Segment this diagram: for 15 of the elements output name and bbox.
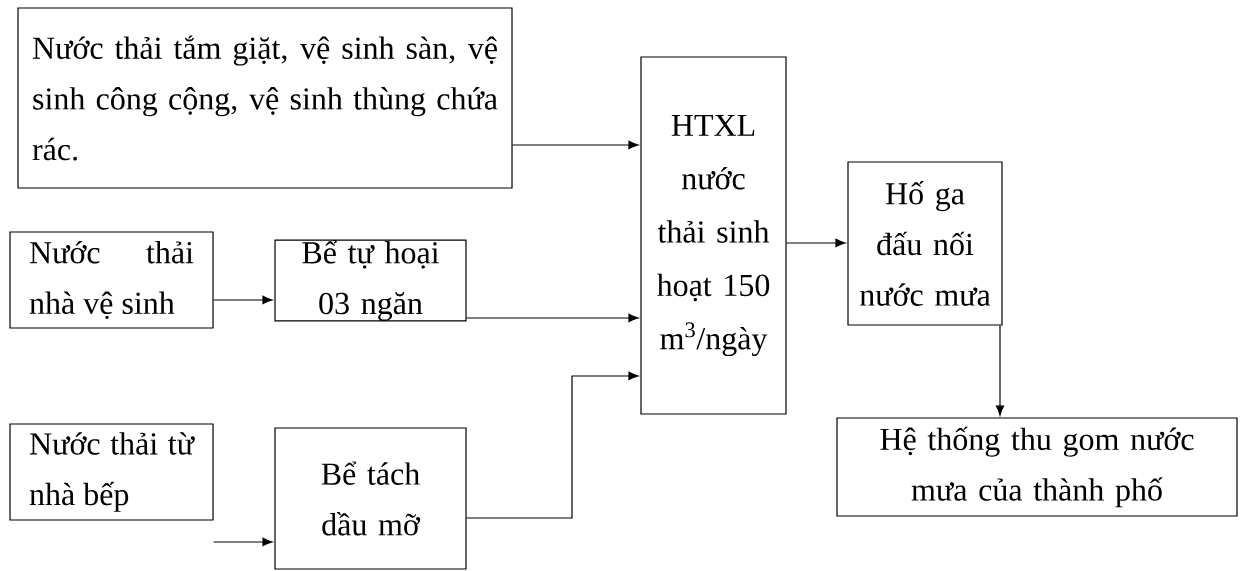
process-box: Bể tự hoại 03 ngăn (274, 239, 467, 322)
arrow (512, 140, 639, 150)
process-box: Bể tách dầu mỡ (274, 427, 467, 570)
process-box: HTXL nước thải sinh hoạt 150 m$^{3}$/ngày (640, 56, 787, 415)
process-box: Hố ga đấu nối nước mưa (847, 161, 1003, 326)
process-box: Nước thải từ nhà bếp (9, 423, 214, 521)
process-box: Nước thải nhà vệ sinh (9, 231, 214, 329)
process-box: Nước thải tắm giặt, vệ sinh sàn, vệ sinh công cộng, vệ sinh thùng chứa rác. (17, 7, 513, 189)
arrow (213, 295, 273, 305)
arrow (466, 313, 639, 323)
arrow (466, 371, 639, 519)
arrow (213, 537, 273, 547)
arrow (995, 325, 1005, 416)
arrow (786, 238, 846, 248)
process-box: Hệ thống thu gom nước mưa của thành phố (836, 417, 1238, 517)
